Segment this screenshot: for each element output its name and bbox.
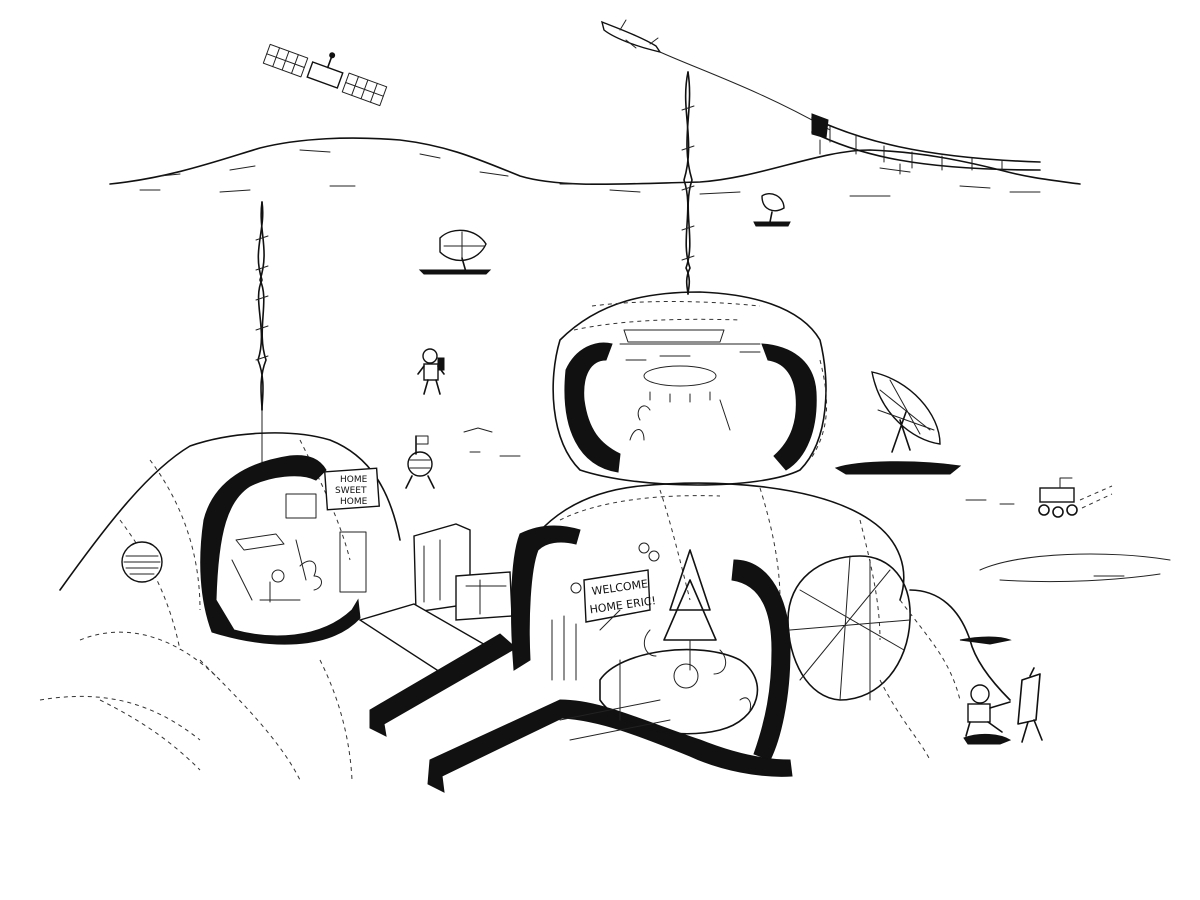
antenna-mast-left <box>255 201 269 481</box>
tree-icon <box>663 549 717 671</box>
sign-line-2: SWEET <box>335 486 367 496</box>
radar-dish-small-icon <box>753 192 791 227</box>
rocket-icon <box>600 19 831 131</box>
corridor-module <box>358 523 517 737</box>
home-sweet-home-sign: HOME SWEET HOME <box>323 467 381 511</box>
rover-icon <box>1038 477 1113 518</box>
welcome-banner: WELCOME HOME ERIC! <box>570 542 660 623</box>
satellite-icon <box>262 43 388 107</box>
sign-line-1: HOME <box>340 475 368 485</box>
easel-icon <box>1017 667 1043 743</box>
left-dome-interior <box>231 493 367 603</box>
explorer-with-flag-icon <box>405 435 435 489</box>
glass-dome <box>787 555 1011 701</box>
main-habitat-dome <box>427 482 905 793</box>
astronaut-icon <box>417 348 445 395</box>
radar-dish-large-icon <box>834 371 962 475</box>
surface-marks <box>463 427 1171 645</box>
top-habitat-dome <box>552 291 827 486</box>
launch-ramp <box>811 113 1041 175</box>
painter-astronaut-icon <box>963 684 1012 745</box>
sign-line-3: HOME <box>340 497 368 507</box>
garden-interior <box>551 549 759 741</box>
antenna-mast-right <box>681 71 695 295</box>
radar-dish-icon <box>418 229 492 275</box>
terrain-grid <box>99 599 961 781</box>
horizon-hills <box>109 137 1081 197</box>
